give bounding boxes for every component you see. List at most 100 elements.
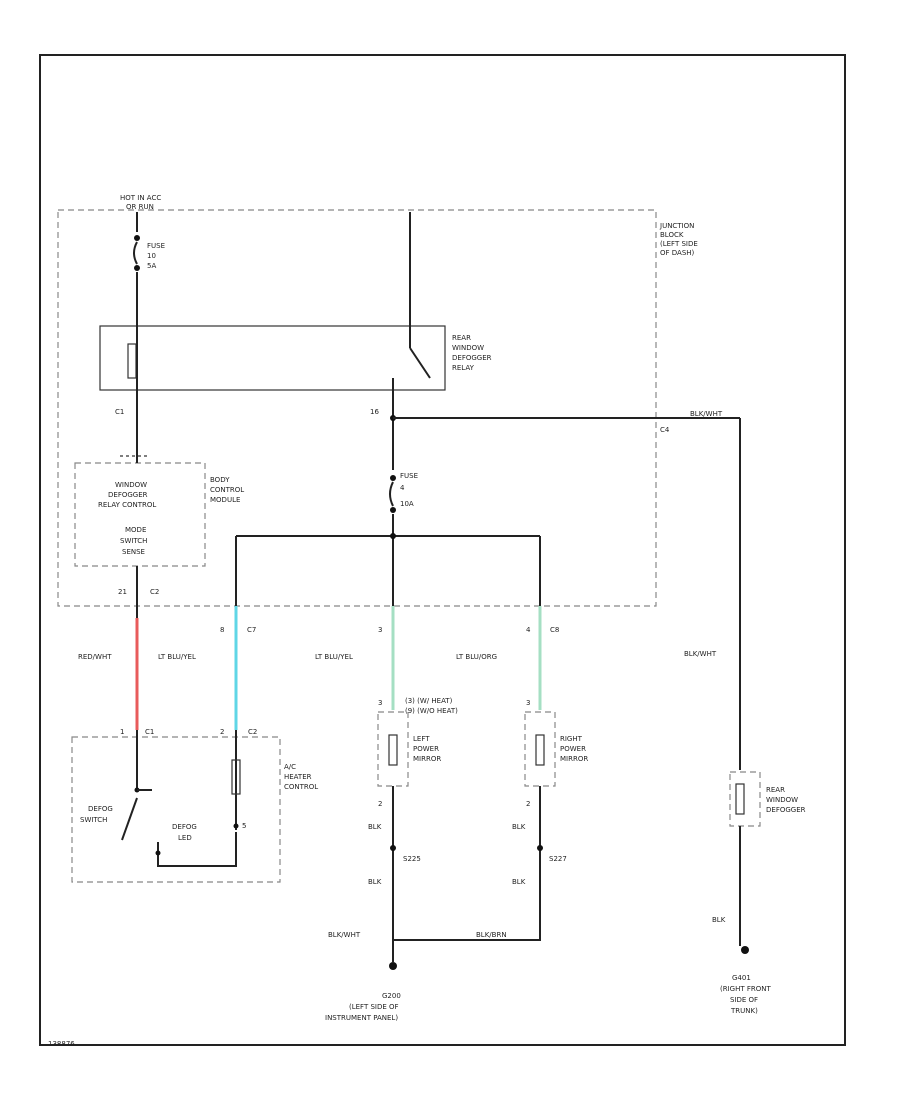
- splice-s227-label: S227: [549, 855, 567, 863]
- hvac-control-outline: [71, 736, 281, 883]
- ground-g200-label-1: G200: [382, 992, 401, 1000]
- wire-lt-blu-yel-1-label: LT BLU/YEL: [158, 653, 196, 661]
- junction-block-label-4: OF DASH): [660, 249, 695, 257]
- blk-label-2: BLK: [512, 823, 526, 831]
- pin-c7-label: C7: [247, 626, 256, 634]
- hvac-control-label-3: CONTROL: [284, 783, 318, 791]
- relay-label-3: DEFOGGER: [452, 354, 492, 362]
- splice-s225-label: S225: [403, 855, 421, 863]
- bcm-module-label-1: BODY: [210, 476, 230, 484]
- hvac-control-label-1: A/C: [284, 763, 296, 771]
- fuse2-label-2: 4: [400, 484, 405, 492]
- relay-switch-blade: [409, 347, 431, 379]
- pin-4-label: 4: [526, 626, 531, 634]
- right-mirror-heater: [535, 734, 545, 766]
- fuse2-bottom: [390, 507, 396, 513]
- wire-bk-wt-top-label: BLK/WHT: [690, 410, 723, 418]
- relay-label-1: REAR: [452, 334, 471, 342]
- wire-red-wht-label: RED/WHT: [78, 653, 112, 661]
- right-mirror-label-1: RIGHT: [560, 735, 583, 743]
- wire-ground-link: [392, 900, 541, 941]
- pin-c2-label: C2: [150, 588, 159, 596]
- relay-label-2: WINDOW: [452, 344, 484, 352]
- pin-3-label: 3: [378, 626, 382, 634]
- fuse2-label-1: FUSE: [400, 472, 418, 480]
- ground-g401-label-4: TRUNK): [730, 1007, 758, 1015]
- mirror-note-2: (9) (W/O HEAT): [405, 707, 458, 715]
- fuse1-label-2: 10: [147, 252, 156, 260]
- ground-g200-label-2: (LEFT SIDE OF: [349, 1003, 399, 1011]
- ground-g200: [389, 962, 397, 970]
- hvac-control-label-2: HEATER: [284, 773, 312, 781]
- junction-block-label-1: JUNCTION: [659, 222, 694, 230]
- right-mirror-outline: [524, 711, 556, 787]
- fuse2-top: [390, 475, 396, 481]
- wire-lt-blu-org-label: LT BLU/ORG: [456, 653, 497, 661]
- pin-c2-hvac-label: C2: [248, 728, 257, 736]
- pin-2-right-label: 2: [526, 800, 530, 808]
- pin-c4-label: C4: [660, 426, 670, 434]
- rear-defogger-label-3: DEFOGGER: [766, 806, 806, 814]
- left-mirror-outline: [377, 711, 409, 787]
- right-mirror-label-3: MIRROR: [560, 755, 588, 763]
- bcm-module-label-3: MODULE: [210, 496, 240, 504]
- pin-2-hvac-label: 2: [220, 728, 224, 736]
- defog-switch-blade: [121, 797, 138, 841]
- wire-blk-brn-label: BLK/BRN: [476, 931, 507, 939]
- bcm-mode-label-3: SENSE: [122, 548, 145, 556]
- led-node: [233, 823, 239, 829]
- pin-2-left-label: 2: [378, 800, 382, 808]
- bus-node: [390, 533, 396, 539]
- left-mirror-heater: [388, 734, 398, 766]
- ground-g401-label-3: SIDE OF: [730, 996, 758, 1004]
- figure-id: 138876: [48, 1040, 75, 1048]
- fuse1-bottom: [134, 265, 140, 271]
- left-mirror-label-2: POWER: [413, 745, 439, 753]
- bcm-mode-label-1: MODE: [125, 526, 146, 534]
- diagram-frame: [39, 54, 846, 1046]
- defog-led: [231, 759, 241, 795]
- left-mirror-label-1: LEFT: [413, 735, 430, 743]
- fuse1-label-3: 5A: [147, 262, 156, 270]
- pin-c1-hvac-label: C1: [145, 728, 154, 736]
- pin-left-mirror-top: 3: [378, 699, 382, 707]
- left-mirror-label-3: MIRROR: [413, 755, 441, 763]
- rear-defogger-label-1: REAR: [766, 786, 785, 794]
- blk-label-5: BLK: [712, 916, 726, 924]
- pin-21-label: 21: [118, 588, 127, 596]
- pin-16-label: 16: [370, 408, 379, 416]
- wire-blk-wht-right-label: BLK/WHT: [684, 650, 717, 658]
- relay-coil: [127, 343, 137, 379]
- junction-block-label-3: (LEFT SIDE: [660, 240, 698, 248]
- pin-5-label: 5: [242, 822, 246, 830]
- hot-source-label-1: HOT IN ACC: [120, 194, 161, 202]
- bcm-mode-label-2: SWITCH: [120, 537, 147, 545]
- defog-switch-label-1: DEFOG: [88, 805, 113, 813]
- ground-g401: [741, 946, 749, 954]
- bcm-outline: [74, 462, 206, 567]
- bcm-module-label-2: CONTROL: [210, 486, 244, 494]
- relay-label-4: RELAY: [452, 364, 475, 372]
- fuse1-top: [134, 235, 140, 241]
- ground-g200-label-3: INSTRUMENT PANEL): [325, 1014, 398, 1022]
- blk-label-3: BLK: [368, 878, 382, 886]
- pin-8-label: 8: [220, 626, 224, 634]
- rear-defogger-grid: [735, 783, 745, 815]
- bcm-relay-ctrl-label-1: WINDOW: [115, 481, 147, 489]
- blk-label-4: BLK: [512, 878, 526, 886]
- relay-box: [99, 325, 446, 391]
- splice-s227: [537, 845, 543, 851]
- splice-s225: [390, 845, 396, 851]
- bcm-relay-ctrl-label-2: DEFOGGER: [108, 491, 148, 499]
- pin-right-mirror-top: 3: [526, 699, 530, 707]
- pin-1-label: 1: [120, 728, 124, 736]
- wire-blk-wht-bottom-label: BLK/WHT: [328, 931, 361, 939]
- defog-switch-label-2: SWITCH: [80, 816, 107, 824]
- rear-defogger-label-2: WINDOW: [766, 796, 798, 804]
- defog-led-label-1: DEFOG: [172, 823, 197, 831]
- fuse2-symbol: [389, 481, 394, 507]
- wire-switch-led: [157, 832, 237, 867]
- junction-block-label-2: BLOCK: [660, 231, 684, 239]
- wire-lt-blu-yel-2-label: LT BLU/YEL: [315, 653, 353, 661]
